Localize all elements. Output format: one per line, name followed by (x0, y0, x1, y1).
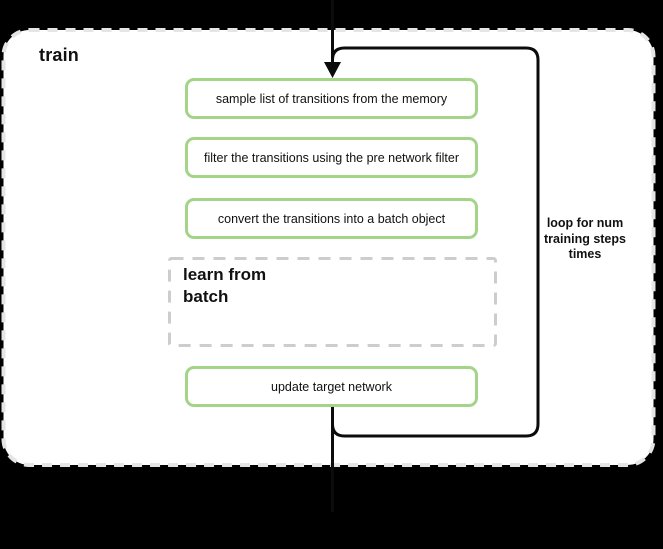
subprocess-label-line1: learn from (183, 265, 267, 284)
arrowhead-icon (324, 62, 341, 78)
loop-annotation: loop for num training steps times (538, 216, 632, 263)
train-title: train (39, 45, 80, 65)
subprocess-label-line2: batch (183, 287, 229, 307)
step-node-update-target-network: update target network (185, 366, 478, 407)
loop-annotation-line3: times (568, 247, 602, 262)
subprocess-label: learn from batch (183, 264, 313, 309)
loop-annotation-line1: loop for num (546, 216, 624, 230)
step-node-sample-transitions: sample list of transitions from the memo… (185, 78, 478, 119)
loop-annotation-line2: training steps (544, 231, 626, 246)
loop-boundary (331, 46, 540, 438)
step-node-convert-batch: convert the transitions into a batch obj… (185, 198, 478, 239)
subprocess-dashed-border (168, 257, 497, 347)
step-node-filter-transitions: filter the transitions using the pre net… (185, 137, 478, 178)
train-container-border (1, 28, 656, 467)
